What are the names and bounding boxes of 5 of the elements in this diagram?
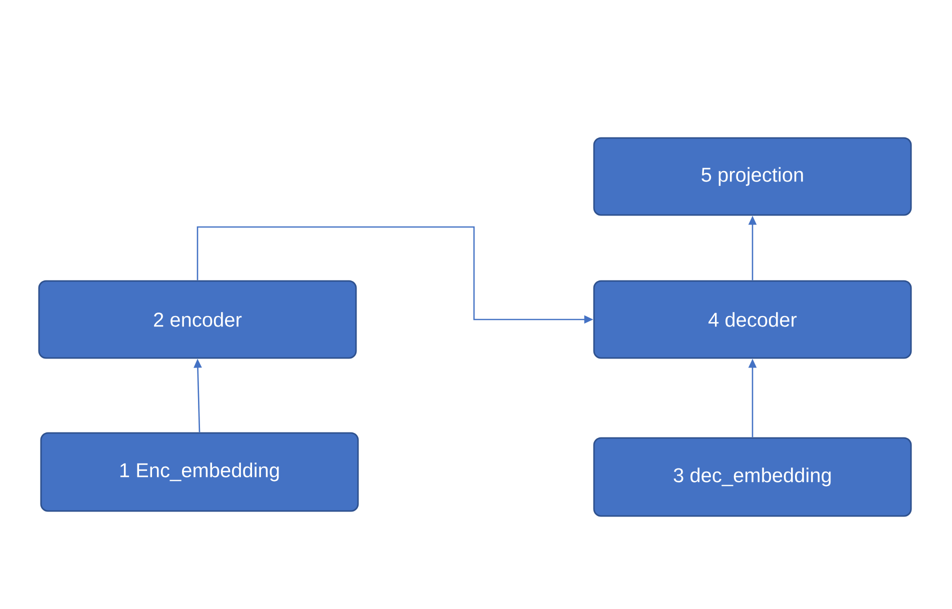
process-box: 3 dec_embedding bbox=[593, 437, 912, 517]
process-box: 4 decoder bbox=[593, 280, 912, 359]
process-box: 1 Enc_embedding bbox=[40, 432, 359, 512]
process-box: 2 encoder bbox=[38, 280, 357, 359]
process-box: 5 projection bbox=[593, 137, 912, 216]
